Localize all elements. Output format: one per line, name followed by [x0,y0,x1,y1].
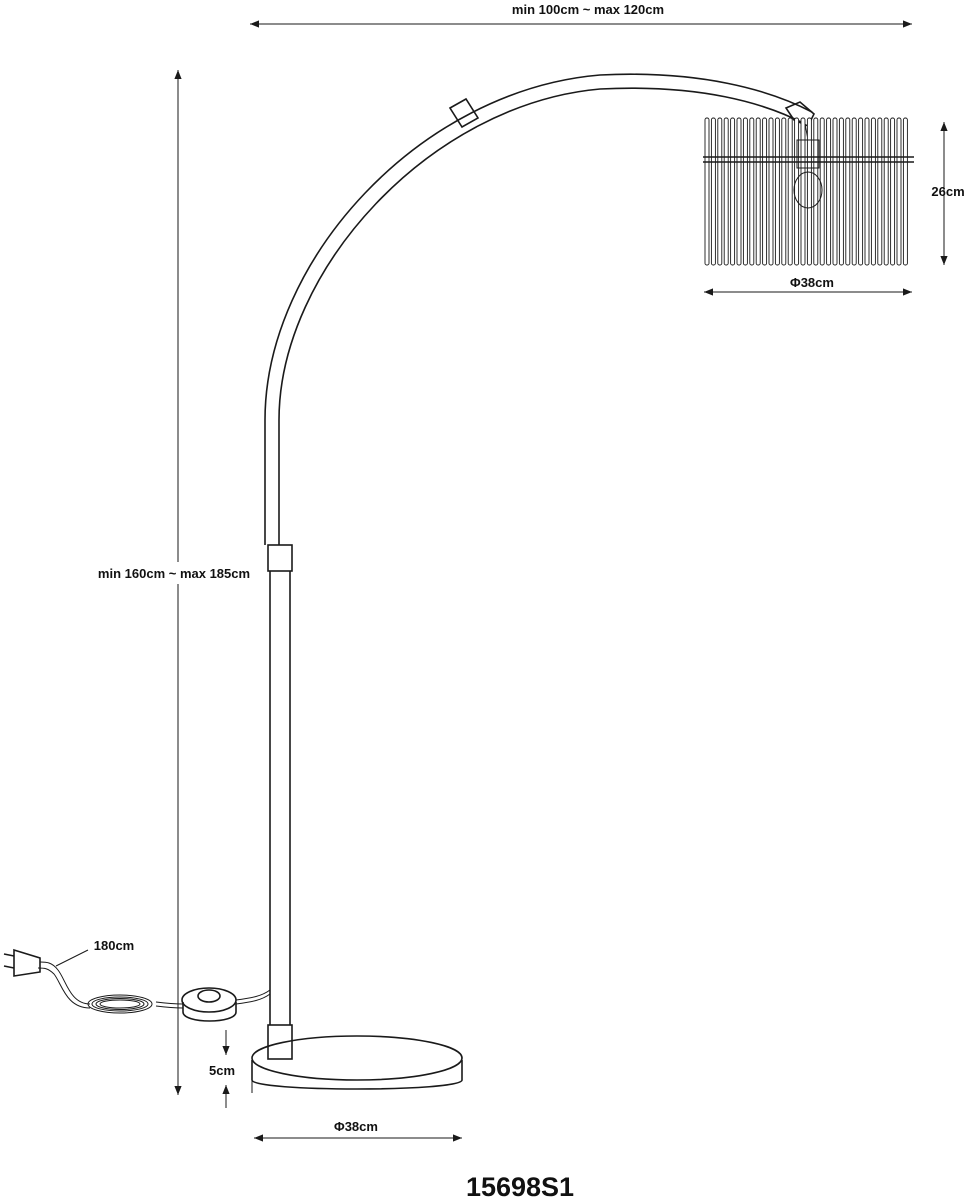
base-height-label: 5cm [209,1063,235,1078]
shade-slat [864,117,870,266]
shade-slat [781,117,787,266]
model-number: 15698S1 [466,1172,574,1200]
shade-height-label: 26cm [931,184,964,199]
total-height-label: min 160cm ~ max 185cm [98,566,250,581]
shade-slat [787,117,793,266]
shade-slat [813,117,819,266]
shade-slat [768,117,774,266]
shade-slat [723,117,729,266]
shade-slat [742,117,748,266]
shade-slat [762,117,768,266]
shade-slat [845,117,851,266]
plug-icon [3,948,41,977]
cable-length-label: 180cm [94,938,134,953]
shade-diameter-dimension: Φ38cm [704,275,912,296]
base-diameter-label: Φ38cm [334,1119,378,1134]
shade-slat [806,117,812,266]
shade-slat [730,117,736,266]
arm-reach-label: min 100cm ~ max 120cm [512,2,664,17]
shade-slats [704,117,908,266]
shade-height-dimension: 26cm [931,122,965,265]
base-diameter-dimension: Φ38cm [254,1119,462,1142]
shade-slat [877,117,883,266]
total-height-dimension: min 160cm ~ max 185cm [88,70,260,1095]
shade-slat [826,117,832,266]
shade-slat [896,117,902,266]
shade-slat [749,117,755,266]
shade-slat [851,117,857,266]
lamp-base [251,1035,463,1093]
pole-joint-lower [267,1024,293,1060]
shade-slat [832,117,838,266]
shade-slat [858,117,864,266]
foot-switch [181,987,237,1022]
arm-reach-dimension: min 100cm ~ max 120cm [250,2,912,28]
shade-slat [838,117,844,266]
shade-slat [736,117,742,266]
shade-slat [704,117,710,266]
shade-slat [710,117,716,266]
shade-slat [774,117,780,266]
shade-slat [755,117,761,266]
power-cable: 180cm [3,938,271,1022]
base-height-dimension: 5cm [209,1030,235,1108]
shade-slat [883,117,889,266]
shade-slat [794,117,800,266]
lamp-shade [703,117,914,266]
shade-slat [890,117,896,266]
lamp-pole [267,544,293,1060]
shade-slat [870,117,876,266]
cable-coil [87,994,153,1014]
pole-joint-upper [267,544,293,572]
shade-slat [902,117,908,266]
shade-slat [800,117,806,266]
shade-slat [717,117,723,266]
bulb-icon [793,171,823,209]
shade-diameter-label: Φ38cm [790,275,834,290]
